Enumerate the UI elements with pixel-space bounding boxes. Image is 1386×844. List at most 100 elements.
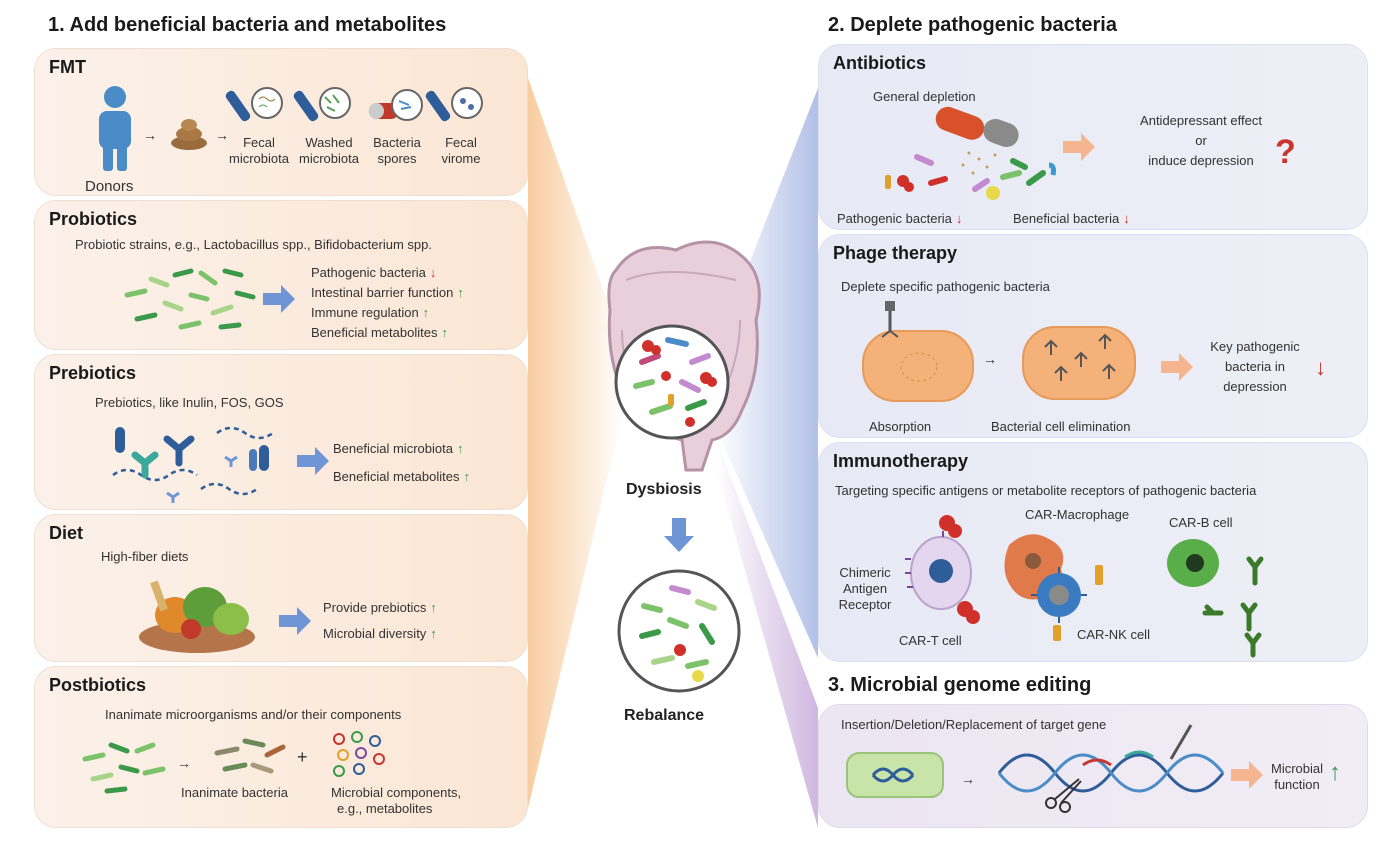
postbiotics-panel: Postbiotics Inanimate microorganisms and… bbox=[34, 666, 528, 828]
up-arrow-icon: ↑ bbox=[430, 626, 437, 641]
car-nk-cell-label: CAR-NK cell bbox=[1077, 627, 1150, 642]
antibiotics-title: Antibiotics bbox=[833, 53, 926, 73]
phage-desc: Deplete specific pathogenic bacteria bbox=[841, 279, 1050, 294]
car-b-cell-icon bbox=[1167, 539, 1264, 658]
probiotic-bacteria-icon bbox=[124, 268, 256, 330]
bacteria-spores-icon bbox=[369, 89, 423, 121]
up-arrow-icon: ↑ bbox=[1329, 759, 1341, 786]
down-arrow-icon: ↓ bbox=[429, 265, 437, 280]
dysbiosis-label: Dysbiosis bbox=[626, 481, 702, 498]
arrow-right-icon: → bbox=[177, 755, 191, 771]
prebiotics-title: Prebiotics bbox=[49, 363, 137, 383]
blue-funnel-gradient bbox=[716, 88, 818, 828]
diet-panel: Diet High-fiber diets Provide prebiotics… bbox=[34, 514, 528, 662]
genome-desc: Insertion/Deletion/Replacement of target… bbox=[841, 717, 1107, 732]
flow-arrow-icon bbox=[1161, 353, 1193, 381]
probiotics-desc: Probiotic strains, e.g., Lactobacillus s… bbox=[75, 237, 432, 252]
bacterium-dna-icon bbox=[846, 752, 944, 798]
postbiotics-title: Postbiotics bbox=[49, 675, 147, 695]
microbial-components-icon bbox=[333, 731, 385, 777]
section-title-editing: 3. Microbial genome editing bbox=[828, 674, 1092, 696]
up-arrow-icon: ↑ bbox=[430, 600, 437, 615]
stool-icon bbox=[171, 119, 207, 150]
washed-microbiota-icon bbox=[293, 87, 351, 122]
diet-desc: High-fiber diets bbox=[101, 549, 189, 564]
rebalance-label: Rebalance bbox=[624, 707, 705, 724]
down-arrow-icon: ↓ bbox=[1123, 211, 1130, 226]
fecal-microbiota-icon bbox=[225, 87, 283, 122]
prebiotics-effects: Beneficial microbiota↑ Beneficial metabo… bbox=[333, 441, 470, 484]
flow-arrow-icon bbox=[1231, 761, 1263, 789]
key-pathogenic-label: Key pathogenic bacteria in depression bbox=[1210, 339, 1300, 394]
general-depletion-label: General depletion bbox=[873, 89, 976, 104]
fecal-virome-icon bbox=[425, 87, 483, 122]
absorption-label: Absorption bbox=[869, 419, 932, 434]
car-t-cell-label: CAR-T cell bbox=[899, 633, 962, 648]
prebiotics-desc: Prebiotics, like Inulin, FOS, GOS bbox=[95, 395, 284, 410]
probiotics-effects: Pathogenic bacteria↓ Intestinal barrier … bbox=[311, 265, 464, 340]
antibiotics-pathogenic: Pathogenic bacteria↓ bbox=[837, 211, 963, 226]
phage-absorption-icon bbox=[862, 301, 974, 402]
up-arrow-icon: ↑ bbox=[463, 469, 470, 484]
vegetables-icon bbox=[139, 580, 255, 653]
phage-therapy-panel: Phage therapy Deplete specific pathogeni… bbox=[818, 234, 1368, 438]
flow-arrow-icon bbox=[1063, 133, 1095, 161]
donors-label: Donors bbox=[85, 178, 134, 195]
genome-editing-panel: Insertion/Deletion/Replacement of target… bbox=[818, 704, 1368, 828]
arrow-right-icon: → bbox=[983, 351, 997, 367]
donor-person-icon bbox=[99, 86, 131, 171]
prebiotic-fibers-icon bbox=[112, 426, 274, 503]
arrow-right-icon: → bbox=[143, 127, 157, 143]
diet-title: Diet bbox=[49, 523, 84, 543]
probiotics-title: Probiotics bbox=[49, 209, 138, 229]
diet-effects: Provide prebiotics↑ Microbial diversity↑ bbox=[323, 600, 437, 641]
car-macrophage-label: CAR-Macrophage bbox=[1025, 507, 1130, 522]
live-bacteria-icon bbox=[82, 742, 166, 794]
microbial-components-label: Microbial components, e.g., metabolites bbox=[331, 785, 462, 816]
immunotherapy-panel: Immunotherapy Targeting specific antigen… bbox=[818, 442, 1368, 662]
flow-arrow-icon bbox=[297, 447, 329, 475]
bacterial-cell-elimination-icon bbox=[1022, 326, 1136, 400]
dna-editing-icon bbox=[997, 724, 1225, 813]
up-arrow-icon: ↑ bbox=[457, 285, 464, 300]
up-arrow-icon: ↑ bbox=[422, 305, 430, 320]
postbiotics-desc: Inanimate microorganisms and/or their co… bbox=[105, 707, 402, 722]
arrow-right-icon: → bbox=[961, 771, 975, 787]
down-arrow-icon: ↓ bbox=[1315, 355, 1326, 380]
up-arrow-icon: ↑ bbox=[456, 441, 464, 456]
flow-arrow-icon bbox=[263, 285, 295, 313]
section-title-deplete: 2. Deplete pathogenic bacteria bbox=[828, 14, 1117, 36]
inanimate-bacteria-label: Inanimate bacteria bbox=[181, 785, 288, 800]
arrow-right-icon: → bbox=[215, 127, 229, 143]
orange-funnel-gradient bbox=[528, 78, 624, 808]
phage-therapy-title: Phage therapy bbox=[833, 243, 958, 263]
immunotherapy-title: Immunotherapy bbox=[833, 451, 969, 471]
immunotherapy-desc: Targeting specific antigens or metabolit… bbox=[835, 483, 1257, 498]
car-b-cell-label: CAR-B cell bbox=[1169, 515, 1233, 530]
rebalance-microbiota-circle bbox=[617, 569, 741, 693]
down-arrow-icon: ↓ bbox=[955, 211, 963, 226]
up-arrow-icon: ↑ bbox=[441, 325, 448, 340]
dysbiosis-microbiota-circle bbox=[614, 324, 730, 440]
prebiotics-panel: Prebiotics Prebiotics, like Inulin, FOS,… bbox=[34, 354, 528, 510]
question-mark-icon: ? bbox=[1275, 133, 1296, 171]
inanimate-bacteria-icon bbox=[214, 738, 286, 774]
fmt-title: FMT bbox=[49, 57, 86, 77]
section-title-add: 1. Add beneficial bacteria and metabolit… bbox=[48, 14, 447, 36]
car-macrophage-nk-icon bbox=[1004, 534, 1103, 641]
antibiotics-effect: Antidepressant effect or induce depressi… bbox=[1140, 113, 1262, 168]
flow-arrow-icon bbox=[279, 607, 311, 635]
antibiotics-panel: Antibiotics General depletion Antidepres… bbox=[818, 44, 1368, 230]
down-flow-arrow-icon bbox=[664, 518, 694, 552]
bacterial-cell-elimination-label: Bacterial cell elimination bbox=[991, 419, 1131, 434]
antibiotic-pill-icon bbox=[885, 106, 1056, 200]
probiotics-panel: Probiotics Probiotic strains, e.g., Lact… bbox=[34, 200, 528, 350]
antibiotics-beneficial: Beneficial bacteria↓ bbox=[1013, 211, 1130, 226]
